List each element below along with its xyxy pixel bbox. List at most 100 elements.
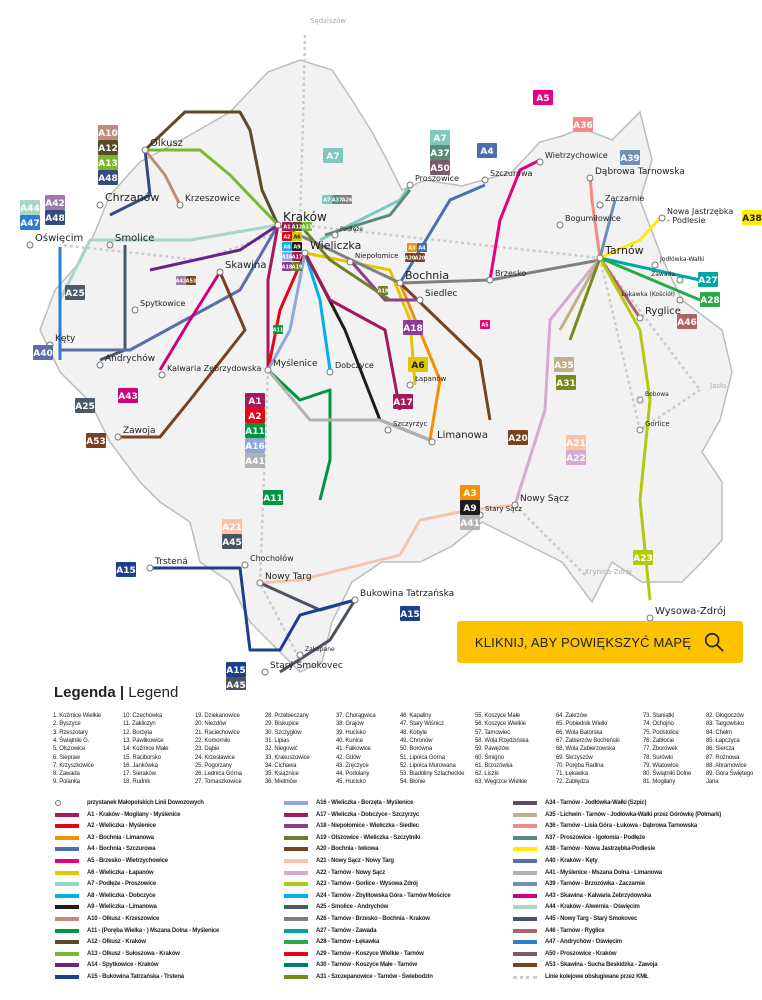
rail-line xyxy=(258,369,302,661)
route-color-swatch xyxy=(284,951,308,956)
route-badge[interactable]: A4 xyxy=(477,143,497,158)
route-badge[interactable]: A36 xyxy=(573,117,593,132)
route-badge[interactable]: A20 xyxy=(508,430,528,445)
route-badge-box xyxy=(323,148,343,163)
route-badge[interactable]: A25 xyxy=(65,285,85,300)
route-badge-label: A12 xyxy=(98,144,118,154)
route-badge[interactable]: A35 xyxy=(554,357,574,372)
route-badge-box xyxy=(245,423,265,438)
route-legend-label: przystanek Małopolskich Linii Dowozowych xyxy=(87,800,204,806)
stop-number-item: 20. Niezdów xyxy=(195,721,227,728)
city-label: Olkusz xyxy=(150,138,183,149)
route-legend-item: A2 - Wieliczka - Myślenice xyxy=(55,821,156,831)
route-legend-item: A9 - Wieliczka - Limanowa xyxy=(55,902,157,912)
route-legend-item: A36 - Tarnów - Lisia Góra - Łukowa - Dąb… xyxy=(513,821,697,831)
route-badge[interactable]: A11 xyxy=(263,490,283,505)
route-legend-item: A13 - Olkusz - Sułoszowa - Kraków xyxy=(55,949,180,959)
route-badge-label: A26 xyxy=(342,197,353,203)
route-line-a15 xyxy=(150,566,356,652)
route-legend-item: A29 - Tarnów - Koszyce Wielkie - Tarnów xyxy=(284,949,424,959)
route-badge[interactable]: A18 xyxy=(403,320,423,335)
route-badge[interactable]: A5 xyxy=(533,90,553,105)
route-color-swatch xyxy=(284,870,308,875)
route-badge[interactable]: A6 xyxy=(408,357,428,372)
stop-number-item: 63. Węgrzce Wielkie xyxy=(475,779,527,786)
route-badge[interactable]: A19 xyxy=(378,286,389,295)
route-badge[interactable]: A23 xyxy=(633,550,653,565)
route-badge[interactable]: A25 xyxy=(75,398,95,413)
route-badge[interactable]: A40 xyxy=(33,345,53,360)
route-line-a5 xyxy=(488,158,541,281)
route-badge-box xyxy=(282,232,292,241)
stop-number-item: 37. Chorągwica xyxy=(336,713,376,719)
city-label: Wietrzychowice xyxy=(545,151,608,160)
city-label: Wysowa-Zdrój xyxy=(655,605,726,617)
route-badge-label: A19 xyxy=(378,288,389,294)
route-legend-item: A14 - Spytkowice - Kraków xyxy=(55,960,159,970)
route-badge[interactable]: A43 xyxy=(118,388,138,403)
route-legend-item: A3 - Bochnia - Limanowa xyxy=(55,833,154,843)
stop-number-item: 22. Komorniki xyxy=(195,737,230,744)
route-badge[interactable]: A15 xyxy=(400,606,420,621)
route-badge[interactable]: A5 xyxy=(480,320,490,329)
stop-node xyxy=(331,231,339,239)
stop-node xyxy=(676,276,684,284)
stop-number-item: 81. Mogilany xyxy=(643,779,676,786)
route-badge-label: A38 xyxy=(742,214,762,224)
route-badge[interactable]: A53 xyxy=(86,433,106,448)
route-legend-label: A22 - Tarnów - Nowy Sącz xyxy=(316,869,386,876)
stop-node xyxy=(636,426,644,434)
route-line-a35 xyxy=(558,257,602,331)
city-label: Proszowice xyxy=(415,174,459,183)
stop-number-item: 58. Wola Rzędzińska xyxy=(475,737,529,744)
route-badge-label: A45 xyxy=(222,538,242,548)
route-badge[interactable]: A31 xyxy=(556,375,576,390)
route-legend-label: A26 - Tarnów - Brzesko - Bochnia - Krakó… xyxy=(316,916,430,922)
route-badge[interactable]: A39 xyxy=(620,150,640,165)
route-badge-box xyxy=(222,534,242,549)
route-badge-box xyxy=(245,408,265,423)
route-badge-label: A23 xyxy=(633,554,653,564)
route-badge[interactable]: A17 xyxy=(393,394,413,409)
route-badge[interactable]: A11 xyxy=(273,325,284,334)
enlarge-map-button[interactable]: KLIKNIJ, ABY POWIĘKSZYĆ MAPĘ xyxy=(457,621,743,663)
stop-number-item: 6. Siepraw xyxy=(53,754,80,761)
route-badge[interactable]: A46 xyxy=(677,314,697,329)
stop-number-item: 54. Błonie xyxy=(400,779,426,786)
route-badge[interactable]: A7 xyxy=(323,148,343,163)
bus-network-map[interactable]: KrakówWieliczkaNiepołomiceBochniaTarnówB… xyxy=(0,0,762,690)
stop-number-item: 84. Chełm xyxy=(706,729,732,736)
route-legend-label: A6 - Wieliczka - Łapanów xyxy=(87,869,154,876)
route-badge-box xyxy=(332,195,342,204)
stop-number-item: 15. Raciborsko xyxy=(123,754,161,761)
route-badge[interactable]: A15 xyxy=(116,562,136,577)
route-badge-label: A44 xyxy=(20,204,40,214)
stop-number-item: 48. Kobyle xyxy=(400,729,427,736)
route-legend-label: A40 - Kraków - Kęty xyxy=(545,858,598,864)
route-badge[interactable]: A38 xyxy=(742,210,762,225)
route-legend-label: A38 - Tarnów - Nowa Jastrzębka-Podlesie xyxy=(545,846,656,853)
route-badge[interactable]: A28 xyxy=(700,292,720,307)
route-badge-label: A28 xyxy=(700,296,720,306)
route-badge[interactable]: A27 xyxy=(698,272,718,287)
route-legend-item: A47 - Andrychów - Oświęcim xyxy=(513,937,622,947)
route-badge-label: A20 xyxy=(508,434,528,444)
